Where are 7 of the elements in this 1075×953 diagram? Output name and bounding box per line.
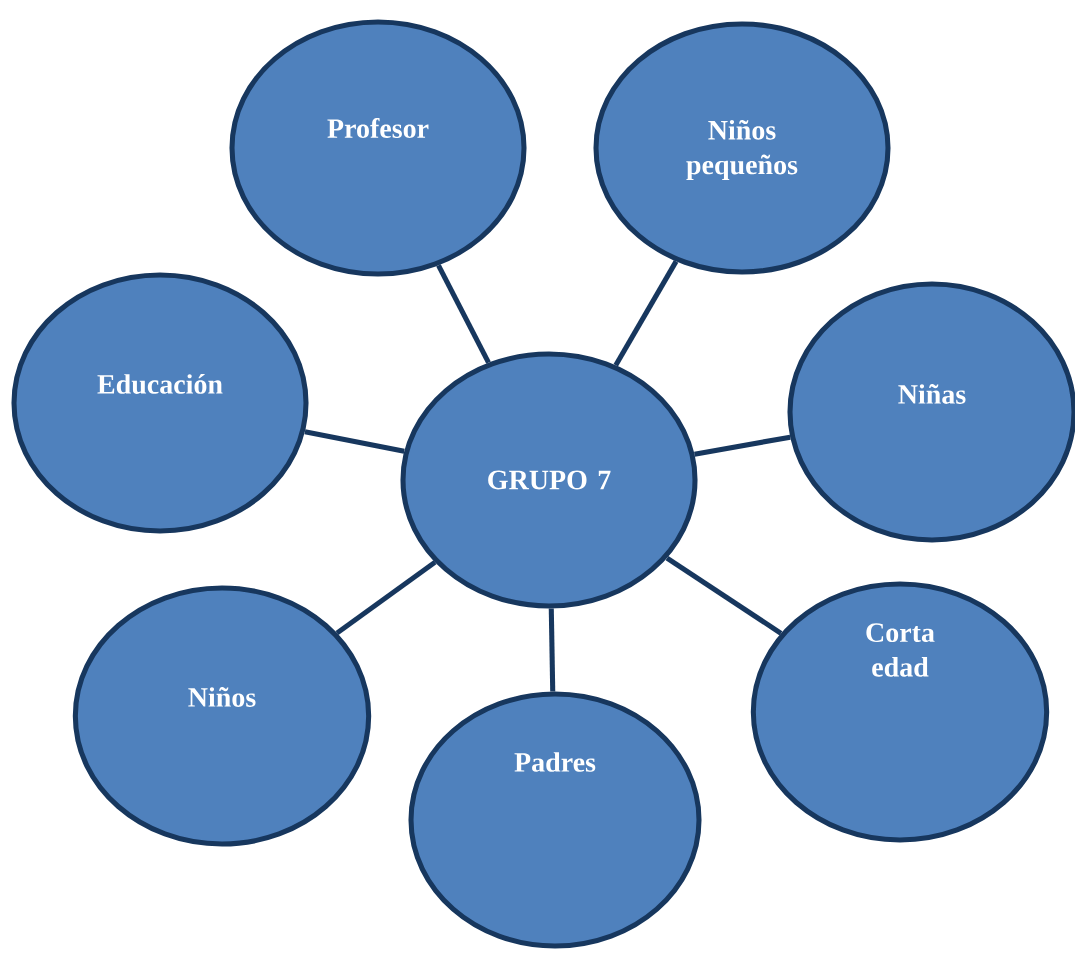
connector-line (665, 555, 783, 636)
connector-line (304, 429, 405, 454)
connector-line (548, 608, 556, 692)
connector-line (436, 264, 491, 364)
connector-line (613, 260, 679, 367)
connector-line (335, 560, 437, 635)
connector-line (694, 434, 791, 457)
